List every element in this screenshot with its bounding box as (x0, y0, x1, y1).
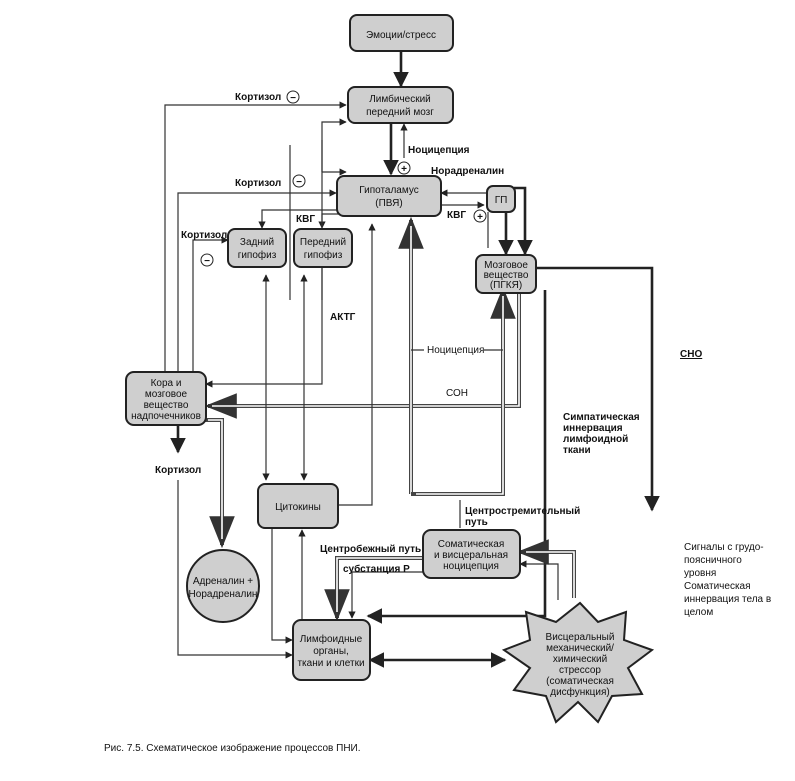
stressor-line-3: химический (553, 654, 607, 665)
minus-sign-1-text: − (290, 93, 296, 104)
stressor-line-1: Висцеральный (546, 632, 615, 643)
side-note-line-3: уровня (684, 568, 716, 579)
box-medulla: Мозговое вещество (ПГКЯ) (475, 254, 537, 294)
side-note-line-6: целом (684, 607, 713, 618)
minus-sign-2-text: − (296, 177, 302, 188)
plus-sign-2-text: + (477, 212, 483, 223)
cytokines-label: Цитокины (275, 502, 321, 513)
label-actg: АКТГ (330, 312, 356, 323)
plus-sign-2 (473, 209, 487, 223)
stressor-star (501, 601, 655, 724)
figure-caption: Рис. 7.5. Схематическое изображение проц… (104, 742, 361, 754)
emotions-line-1: Эмоции/стресс (366, 30, 436, 41)
gp-label: ГП (495, 195, 508, 206)
plus-sign-1-text: + (401, 164, 407, 175)
hypothalamus-line-2: (ПВЯ) (375, 198, 402, 209)
connectors (164, 52, 660, 668)
stressor-line-4: стрессор (559, 665, 601, 676)
medulla-line-3: (ПГКЯ) (490, 280, 522, 291)
label-cortisol-2: Кортизол (235, 178, 281, 189)
medulla-line-1: Мозговое (484, 260, 528, 271)
somatic-line-2: и висцеральная (434, 550, 508, 561)
label-centrifugal: Центробежный путь (320, 543, 421, 555)
posterior-pituitary-line-1: Задний (240, 237, 274, 248)
label-nociception-1: Ноцицепция (408, 145, 470, 156)
lymphoid-line-1: Лимфоидные (300, 633, 363, 645)
hypothalamus-line-1: Гипоталамус (359, 185, 419, 196)
label-sno: СНО (680, 349, 702, 360)
label-centripetal-2: путь (465, 517, 488, 528)
label-substance-p: субстанция Р (343, 563, 410, 575)
label-son: СОН (446, 388, 468, 399)
label-cortisol-1: Кортизол (235, 92, 281, 103)
posterior-pituitary-line-2: гипофиз (238, 249, 277, 261)
box-gp: ГП (486, 185, 516, 213)
box-somatic-nociception: Соматическая и висцеральная ноцицепция (422, 529, 521, 579)
label-centripetal-1: Центростремительный (465, 506, 580, 517)
minus-sign-3-text: − (204, 256, 210, 267)
side-note-line-5: иннервация тела в (684, 594, 771, 605)
limbic-line-2: передний мозг (366, 107, 434, 118)
side-note-line-2: поясничного (684, 555, 742, 566)
nociception-2-bg (424, 343, 484, 355)
box-adrenal: Кора и мозговое вещество надпочечников (125, 371, 207, 426)
label-cortisol-4: Кортизол (155, 465, 201, 476)
minus-sign-2 (292, 174, 306, 188)
side-note: Сигналы с грудо- поясничного уровня Сома… (684, 542, 771, 618)
adrenal-line-3: вещество (144, 400, 189, 411)
adr-nor-line-1: Адреналин + (193, 576, 253, 587)
box-lymphoid: Лимфоидные органы, ткани и клетки (292, 619, 371, 681)
limbic-line-1: Лимбический (369, 93, 431, 105)
label-noradrenaline: Норадреналин (431, 166, 504, 177)
adrenal-line-4: надпочечников (131, 411, 201, 422)
box-adrenaline-noradrenaline: Адреналин + Норадреналин (186, 549, 260, 623)
adr-nor-line-2: Норадреналин (189, 589, 258, 600)
side-note-line-1: Сигналы с грудо- (684, 542, 764, 553)
adrenal-line-2: мозговое (145, 389, 188, 400)
stressor-line-2: механический/ (546, 643, 614, 654)
label-cortisol-3: Кортизол (181, 230, 227, 241)
box-stressor: Висцеральный механический/ химический ст… (501, 601, 655, 724)
somatic-line-1: Соматическая (438, 539, 505, 550)
label-nociception-2: Ноцицепция (427, 345, 484, 356)
minus-sign-3 (200, 253, 214, 267)
box-hypothalamus: Гипоталамус (ПВЯ) (336, 175, 442, 217)
adrenal-line-1: Кора и (151, 378, 182, 389)
minus-sign-1 (286, 90, 300, 104)
label-kvg-2: КВГ (447, 210, 466, 221)
lymphoid-line-2: органы, (313, 646, 349, 657)
anterior-pituitary-line-1: Передний (300, 237, 346, 248)
label-sympathetic-1: Симпатическая (563, 412, 640, 423)
labels: Кортизол − Кортизол − Кортизол − Ноцицеп… (155, 90, 702, 575)
box-cytokines: Цитокины (257, 483, 339, 529)
label-sympathetic-2: иннервация (563, 423, 623, 434)
anterior-pituitary-line-2: гипофиз (304, 249, 343, 261)
medulla-line-2: вещество (484, 270, 529, 281)
lymphoid-line-3: ткани и клетки (297, 658, 364, 669)
stressor-line-6: дисфункция) (550, 686, 610, 698)
box-anterior-pituitary: Передний гипофиз (293, 228, 353, 268)
stressor-line-5: (соматическая (546, 676, 614, 687)
label-kvg-1: КВГ (296, 214, 315, 225)
somatic-line-3: ноцицепция (443, 561, 499, 572)
label-sympathetic-4: ткани (563, 445, 591, 456)
side-note-line-4: Соматическая (684, 581, 751, 592)
label-sympathetic-3: лимфоидной (563, 433, 628, 445)
box-limbic: Лимбический передний мозг (347, 86, 454, 124)
box-posterior-pituitary: Задний гипофиз (227, 228, 287, 268)
box-emotions: Эмоции/стресс (349, 14, 454, 52)
plus-sign-1 (397, 161, 411, 175)
